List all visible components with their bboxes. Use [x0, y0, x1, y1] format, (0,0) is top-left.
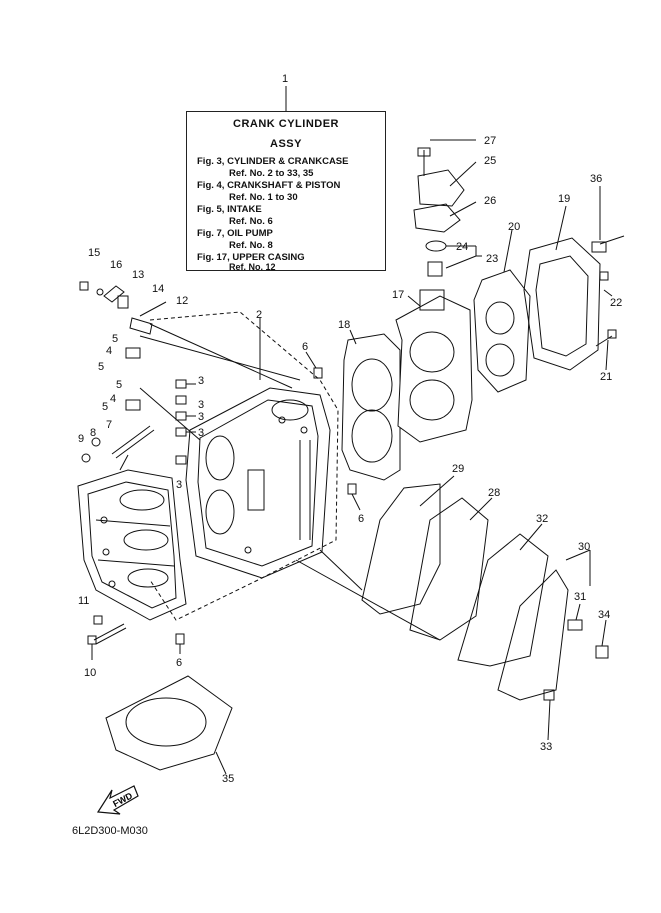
callout-25: 25	[484, 155, 496, 167]
callout-7: 7	[106, 419, 112, 431]
info-line: Fig. 5, INTAKE	[197, 204, 262, 215]
callout-3: 3	[198, 411, 204, 423]
callout-6: 6	[302, 341, 308, 353]
crankcase	[77, 454, 187, 621]
callout-14: 14	[152, 283, 164, 295]
bottom-gasket	[105, 675, 233, 771]
bolts-3	[175, 379, 196, 465]
callout-15: 15	[88, 247, 100, 259]
info-line: Ref. No. 1 to 30	[229, 192, 298, 203]
callout-32: 32	[536, 513, 548, 525]
callout-21: 21	[600, 371, 612, 383]
callout-4: 4	[110, 393, 116, 405]
callout-30: 30	[578, 541, 590, 553]
callout-5: 5	[98, 361, 104, 373]
callout-36: 36	[590, 173, 602, 185]
fwd-arrow-icon: FWD	[96, 785, 139, 815]
callout-labels: 1 2 3 3 3 3 3 4 4 5 5 5 5 6 6 6 7 8 9 10…	[78, 73, 622, 785]
callout-6: 6	[358, 513, 364, 525]
callout-2: 2	[256, 309, 262, 321]
head-cover	[523, 237, 601, 371]
callout-5: 5	[112, 333, 118, 345]
callout-5: 5	[116, 379, 122, 391]
callout-28: 28	[488, 487, 500, 499]
callout-26: 26	[484, 195, 496, 207]
callout-5: 5	[102, 401, 108, 413]
callout-3: 3	[198, 375, 204, 387]
callout-10: 10	[84, 667, 96, 679]
callout-6: 6	[176, 657, 182, 669]
callout-29: 29	[452, 463, 464, 475]
info-line: Ref. No. 12	[229, 262, 276, 272]
callout-3: 3	[176, 479, 182, 491]
info-line: Fig. 4, CRANKSHAFT & PISTON	[197, 180, 341, 191]
callout-8: 8	[90, 427, 96, 439]
info-line: Fig. 3, CYLINDER & CRANKCASE	[197, 156, 349, 167]
info-title-line1: CRANK CYLINDER	[233, 118, 339, 130]
callout-31: 31	[574, 591, 586, 603]
callout-35: 35	[222, 773, 234, 785]
callout-16: 16	[110, 259, 122, 271]
callout-9: 9	[78, 433, 84, 445]
info-line: Fig. 7, OIL PUMP	[197, 228, 273, 239]
callout-11: 11	[78, 595, 89, 607]
info-line: Ref. No. 6	[229, 216, 273, 227]
exhaust-gasket	[473, 269, 531, 393]
callout-27: 27	[484, 135, 496, 147]
callout-23: 23	[486, 253, 498, 265]
callout-24: 24	[456, 241, 468, 253]
callout-33: 33	[540, 741, 552, 753]
info-line: Fig. 17, UPPER CASING	[197, 252, 305, 263]
callout-17: 17	[392, 289, 404, 301]
callout-20: 20	[508, 221, 520, 233]
callout-1: 1	[282, 73, 288, 85]
assembly-info-box: CRANK CYLINDER ASSY Fig. 3, CYLINDER & C…	[186, 111, 386, 272]
callout-12: 12	[176, 295, 188, 307]
callout-3: 3	[198, 399, 204, 411]
callout-22: 22	[610, 297, 622, 309]
drawing-code: 6L2D300-M030	[72, 825, 148, 837]
cylinder-block	[185, 387, 331, 579]
cylinder-head-gasket	[341, 333, 401, 481]
cylinder-head	[395, 289, 473, 443]
callout-18: 18	[338, 319, 350, 331]
callout-19: 19	[558, 193, 570, 205]
callout-34: 34	[598, 609, 610, 621]
info-line: Ref. No. 8	[229, 240, 273, 251]
callout-3: 3	[198, 427, 204, 439]
info-line: Ref. No. 2 to 33, 35	[229, 168, 314, 179]
callout-4: 4	[106, 345, 112, 357]
callout-13: 13	[132, 269, 144, 281]
info-title-line2: ASSY	[270, 138, 302, 150]
